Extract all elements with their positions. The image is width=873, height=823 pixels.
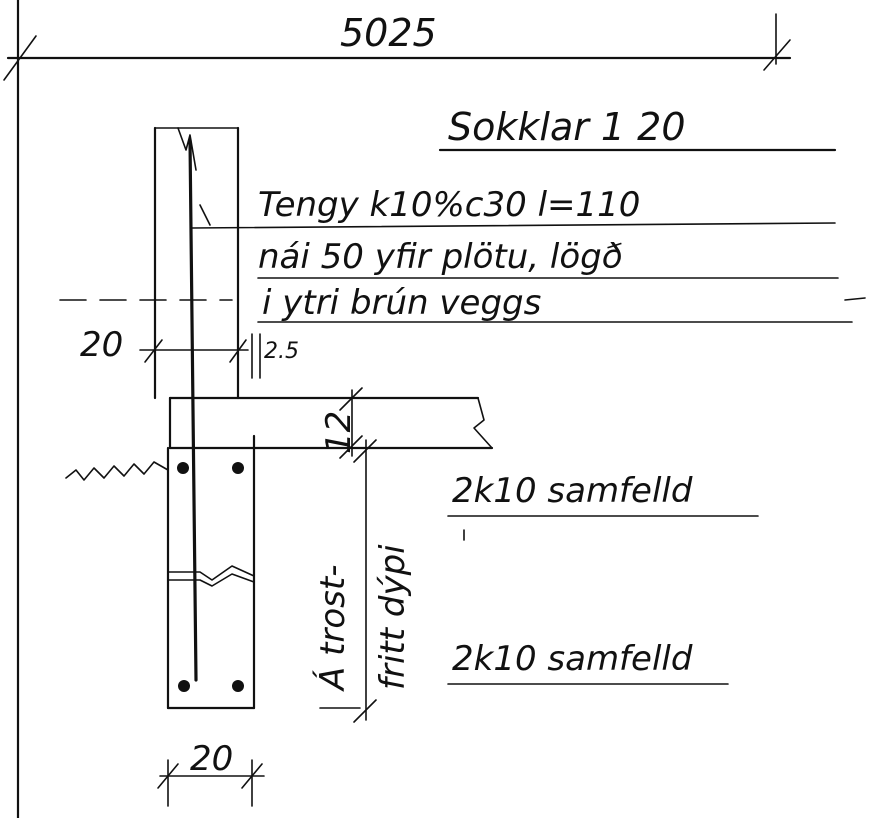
- foundation-break-upper: [167, 565, 255, 581]
- wall-width-dimension: 20 2.5: [80, 325, 299, 379]
- note-line-2: nái 50 yfir plötu, lögð: [258, 237, 623, 277]
- ground-hatch: [65, 461, 169, 481]
- frost-depth-label-1: Á trost-: [312, 565, 353, 693]
- overall-dimension-label: 5025: [340, 11, 437, 55]
- drawing-title: Sokklar 1 20: [448, 105, 686, 149]
- wall-dim-tick-right: [229, 339, 247, 363]
- rebar-bottom-note: 2k10 samfelld: [452, 639, 693, 679]
- wall-dim-tick-left: [144, 339, 163, 363]
- vertical-rebar: [188, 138, 198, 682]
- floor-slab: [168, 396, 494, 450]
- wall-width-label: 20: [80, 325, 123, 365]
- dashed-level-end: [844, 297, 866, 301]
- rebar-dot-bottom-right: [232, 680, 244, 692]
- cover-label: 2.5: [264, 339, 299, 364]
- frost-depth-label-2: fritt dýpi: [373, 544, 413, 690]
- frost-depth-dimension: Á trost- fritt dýpi: [312, 439, 413, 723]
- rebar-dot-bottom-left: [178, 680, 190, 692]
- note-line-3: i ytri brún veggs: [262, 283, 541, 323]
- note-line-1: Tengy k10%c30 l=110: [258, 185, 640, 225]
- rebar-dot-top-right: [232, 462, 244, 474]
- rebar-top-note: 2k10 samfelld: [452, 471, 693, 511]
- slab-break-mark: [473, 397, 493, 449]
- note-line-1-underline: [191, 222, 836, 229]
- ground-line: [65, 461, 169, 481]
- frost-dim-tick-bottom: [353, 699, 377, 723]
- upper-wall: [153, 126, 240, 400]
- dimension-tick-right: [763, 39, 791, 71]
- slab-thickness-label: 12: [319, 411, 359, 454]
- foundation-break-lower: [167, 573, 255, 587]
- footing-dim-tick-left: [157, 763, 179, 789]
- footing-width-dimension: 20: [157, 739, 265, 807]
- footing-width-label: 20: [190, 739, 233, 779]
- dimension-tick-left: [3, 35, 37, 81]
- slab-dim-tick-bottom: [339, 435, 363, 459]
- rebar-dots: [177, 462, 244, 692]
- footing-dim-tick-right: [241, 763, 263, 789]
- overall-dimension: 5025: [3, 11, 792, 81]
- frost-dim-tick-top: [353, 439, 377, 463]
- foundation-wall: [166, 434, 256, 710]
- slab-thickness-dimension: 12: [319, 387, 363, 459]
- slab-dim-tick-top: [339, 387, 363, 411]
- rebar-leader-tick: [199, 204, 211, 226]
- upper-wall-break-mark: [177, 127, 197, 171]
- drawing-title-group: Sokklar 1 20: [438, 105, 837, 152]
- rebar-dot-top-left: [177, 462, 189, 474]
